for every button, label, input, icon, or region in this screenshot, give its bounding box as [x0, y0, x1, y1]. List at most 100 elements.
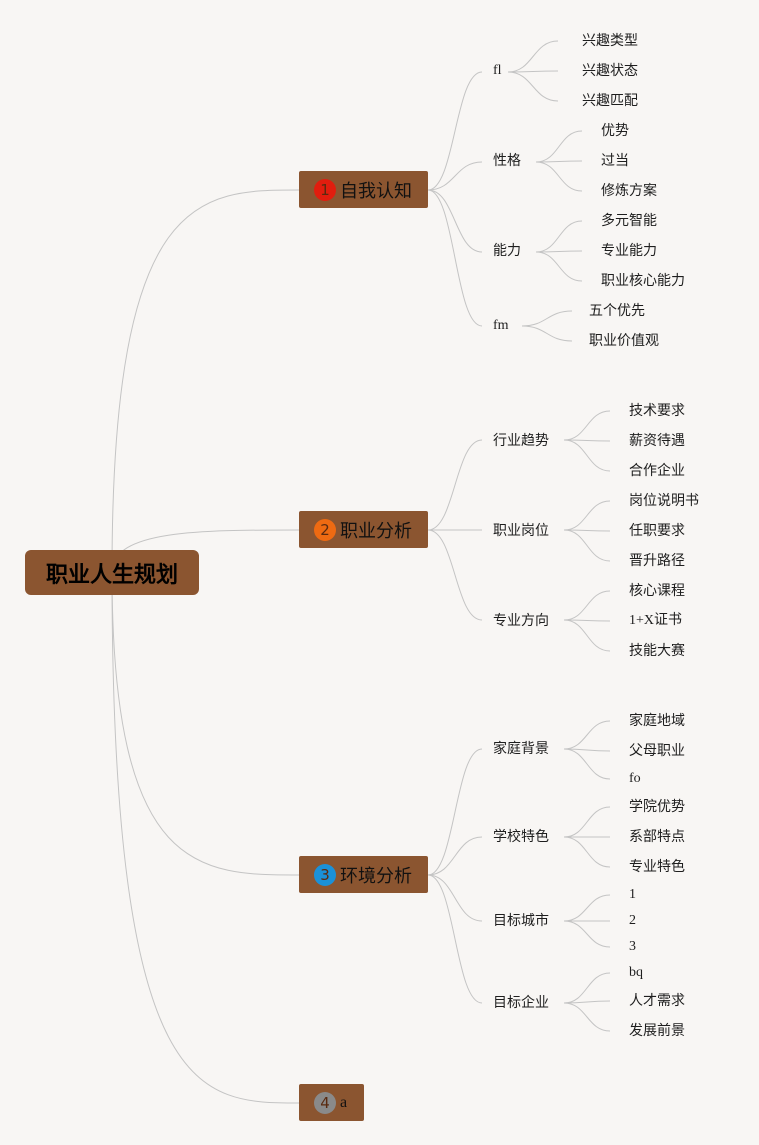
- connector-curve: [563, 529, 611, 532]
- connector-curve: [507, 71, 559, 102]
- connector-curve: [427, 874, 483, 922]
- leaf-node[interactable]: 学院优势: [629, 799, 685, 815]
- branch-label-2: 职业分析: [340, 520, 412, 542]
- leaf-node[interactable]: 优势: [601, 123, 629, 139]
- branch-node-1[interactable]: 1 自我认知: [299, 171, 428, 208]
- leaf-node[interactable]: 父母职业: [629, 743, 685, 759]
- connector-curve: [521, 325, 573, 342]
- topic-node[interactable]: fm: [493, 318, 509, 333]
- connector-curve: [535, 161, 583, 192]
- connector-curve: [111, 189, 300, 573]
- topic-node[interactable]: 性格: [493, 153, 521, 169]
- leaf-node[interactable]: 兴趣匹配: [582, 93, 638, 109]
- leaf-node[interactable]: 晋升路径: [629, 553, 685, 569]
- connector-curve: [427, 874, 483, 1004]
- connector-curve: [563, 748, 611, 780]
- topic-node[interactable]: 家庭背景: [493, 741, 549, 757]
- connector-curve: [427, 189, 483, 253]
- leaf-node[interactable]: 职业价值观: [589, 333, 659, 349]
- leaf-node[interactable]: 专业特色: [629, 859, 685, 875]
- branch-label-4: a: [340, 1093, 348, 1111]
- connector-curve: [507, 70, 559, 73]
- leaf-node[interactable]: 岗位说明书: [629, 493, 699, 509]
- connector-curve: [563, 1000, 611, 1004]
- connector-curve: [563, 619, 611, 652]
- connector-curve: [563, 720, 611, 750]
- leaf-node[interactable]: 合作企业: [629, 463, 685, 479]
- connector-curve: [507, 40, 559, 73]
- leaf-node[interactable]: 2: [629, 913, 636, 928]
- connector-curve: [535, 250, 583, 253]
- leaf-node[interactable]: 发展前景: [629, 1023, 685, 1039]
- leaf-node[interactable]: 兴趣状态: [582, 63, 638, 79]
- connector-curve: [535, 130, 583, 163]
- topic-node[interactable]: 职业岗位: [493, 523, 549, 539]
- leaf-node[interactable]: 技能大赛: [629, 643, 685, 659]
- connector-curve: [563, 894, 611, 922]
- connector-curve: [563, 836, 611, 868]
- connector-curve: [427, 189, 483, 327]
- leaf-node[interactable]: 任职要求: [629, 523, 685, 539]
- number-badge-3: 3: [314, 863, 336, 886]
- topic-node[interactable]: 能力: [493, 243, 521, 259]
- connector-curve: [563, 806, 611, 838]
- connector-curve: [111, 571, 300, 1104]
- connector-curve: [427, 529, 483, 621]
- topic-node[interactable]: 专业方向: [493, 613, 549, 629]
- connector-curve: [521, 310, 573, 327]
- connector-curve: [563, 972, 611, 1004]
- branch-node-2[interactable]: 2 职业分析: [299, 511, 428, 548]
- leaf-node[interactable]: 技术要求: [629, 403, 685, 419]
- connector-curve: [563, 410, 611, 441]
- connector-curve: [563, 920, 611, 948]
- connector-curve: [427, 748, 483, 876]
- branch-label-3: 环境分析: [340, 865, 412, 887]
- connector-curve: [563, 439, 611, 442]
- leaf-node[interactable]: 3: [629, 939, 636, 954]
- leaf-node[interactable]: fo: [629, 771, 641, 786]
- leaf-node[interactable]: 职业核心能力: [601, 273, 685, 289]
- leaf-node[interactable]: 1: [629, 887, 636, 902]
- connector-curve: [427, 71, 483, 191]
- connector-curve: [535, 251, 583, 282]
- connector-curve: [563, 748, 611, 752]
- leaf-node[interactable]: 家庭地域: [629, 713, 685, 729]
- leaf-node[interactable]: 修炼方案: [601, 183, 657, 199]
- branch-node-4[interactable]: 4 a: [299, 1084, 364, 1121]
- leaf-node[interactable]: 多元智能: [601, 213, 657, 229]
- connector-curve: [563, 529, 611, 562]
- root-label: 职业人生规划: [45, 562, 178, 588]
- number-badge-2: 2: [314, 518, 336, 541]
- leaf-node[interactable]: 过当: [601, 153, 629, 169]
- leaf-node[interactable]: bq: [629, 965, 643, 980]
- branch-node-3[interactable]: 3 环境分析: [299, 856, 428, 893]
- connector-curve: [427, 836, 483, 876]
- connector-curve: [563, 439, 611, 472]
- connector-curve: [427, 439, 483, 531]
- connector-curve: [563, 500, 611, 531]
- connector-curve: [427, 161, 483, 191]
- leaf-node[interactable]: 核心课程: [629, 583, 685, 599]
- connector-curve: [535, 220, 583, 253]
- leaf-node[interactable]: 五个优先: [589, 303, 645, 319]
- leaf-node[interactable]: 人才需求: [629, 993, 685, 1009]
- topic-node[interactable]: 学校特色: [493, 829, 549, 845]
- topic-node[interactable]: fl: [493, 63, 502, 78]
- leaf-node[interactable]: 薪资待遇: [629, 433, 685, 449]
- leaf-node[interactable]: 系部特点: [629, 829, 685, 845]
- topic-node[interactable]: 行业趋势: [493, 433, 549, 449]
- number-badge-1: 1: [314, 178, 336, 201]
- leaf-node[interactable]: 专业能力: [601, 243, 657, 259]
- leaf-node[interactable]: 兴趣类型: [582, 33, 638, 49]
- connector-curve: [563, 590, 611, 621]
- topic-node[interactable]: 目标企业: [493, 995, 549, 1011]
- topic-node[interactable]: 目标城市: [493, 913, 549, 929]
- connector-curve: [111, 571, 300, 876]
- connector-curve: [563, 619, 611, 622]
- branch-label-1: 自我认知: [340, 180, 412, 202]
- number-badge-4: 4: [314, 1091, 336, 1114]
- connector-curve: [563, 1002, 611, 1032]
- root-node[interactable]: 职业人生规划: [25, 550, 199, 595]
- leaf-node[interactable]: 1+X证书: [629, 613, 683, 628]
